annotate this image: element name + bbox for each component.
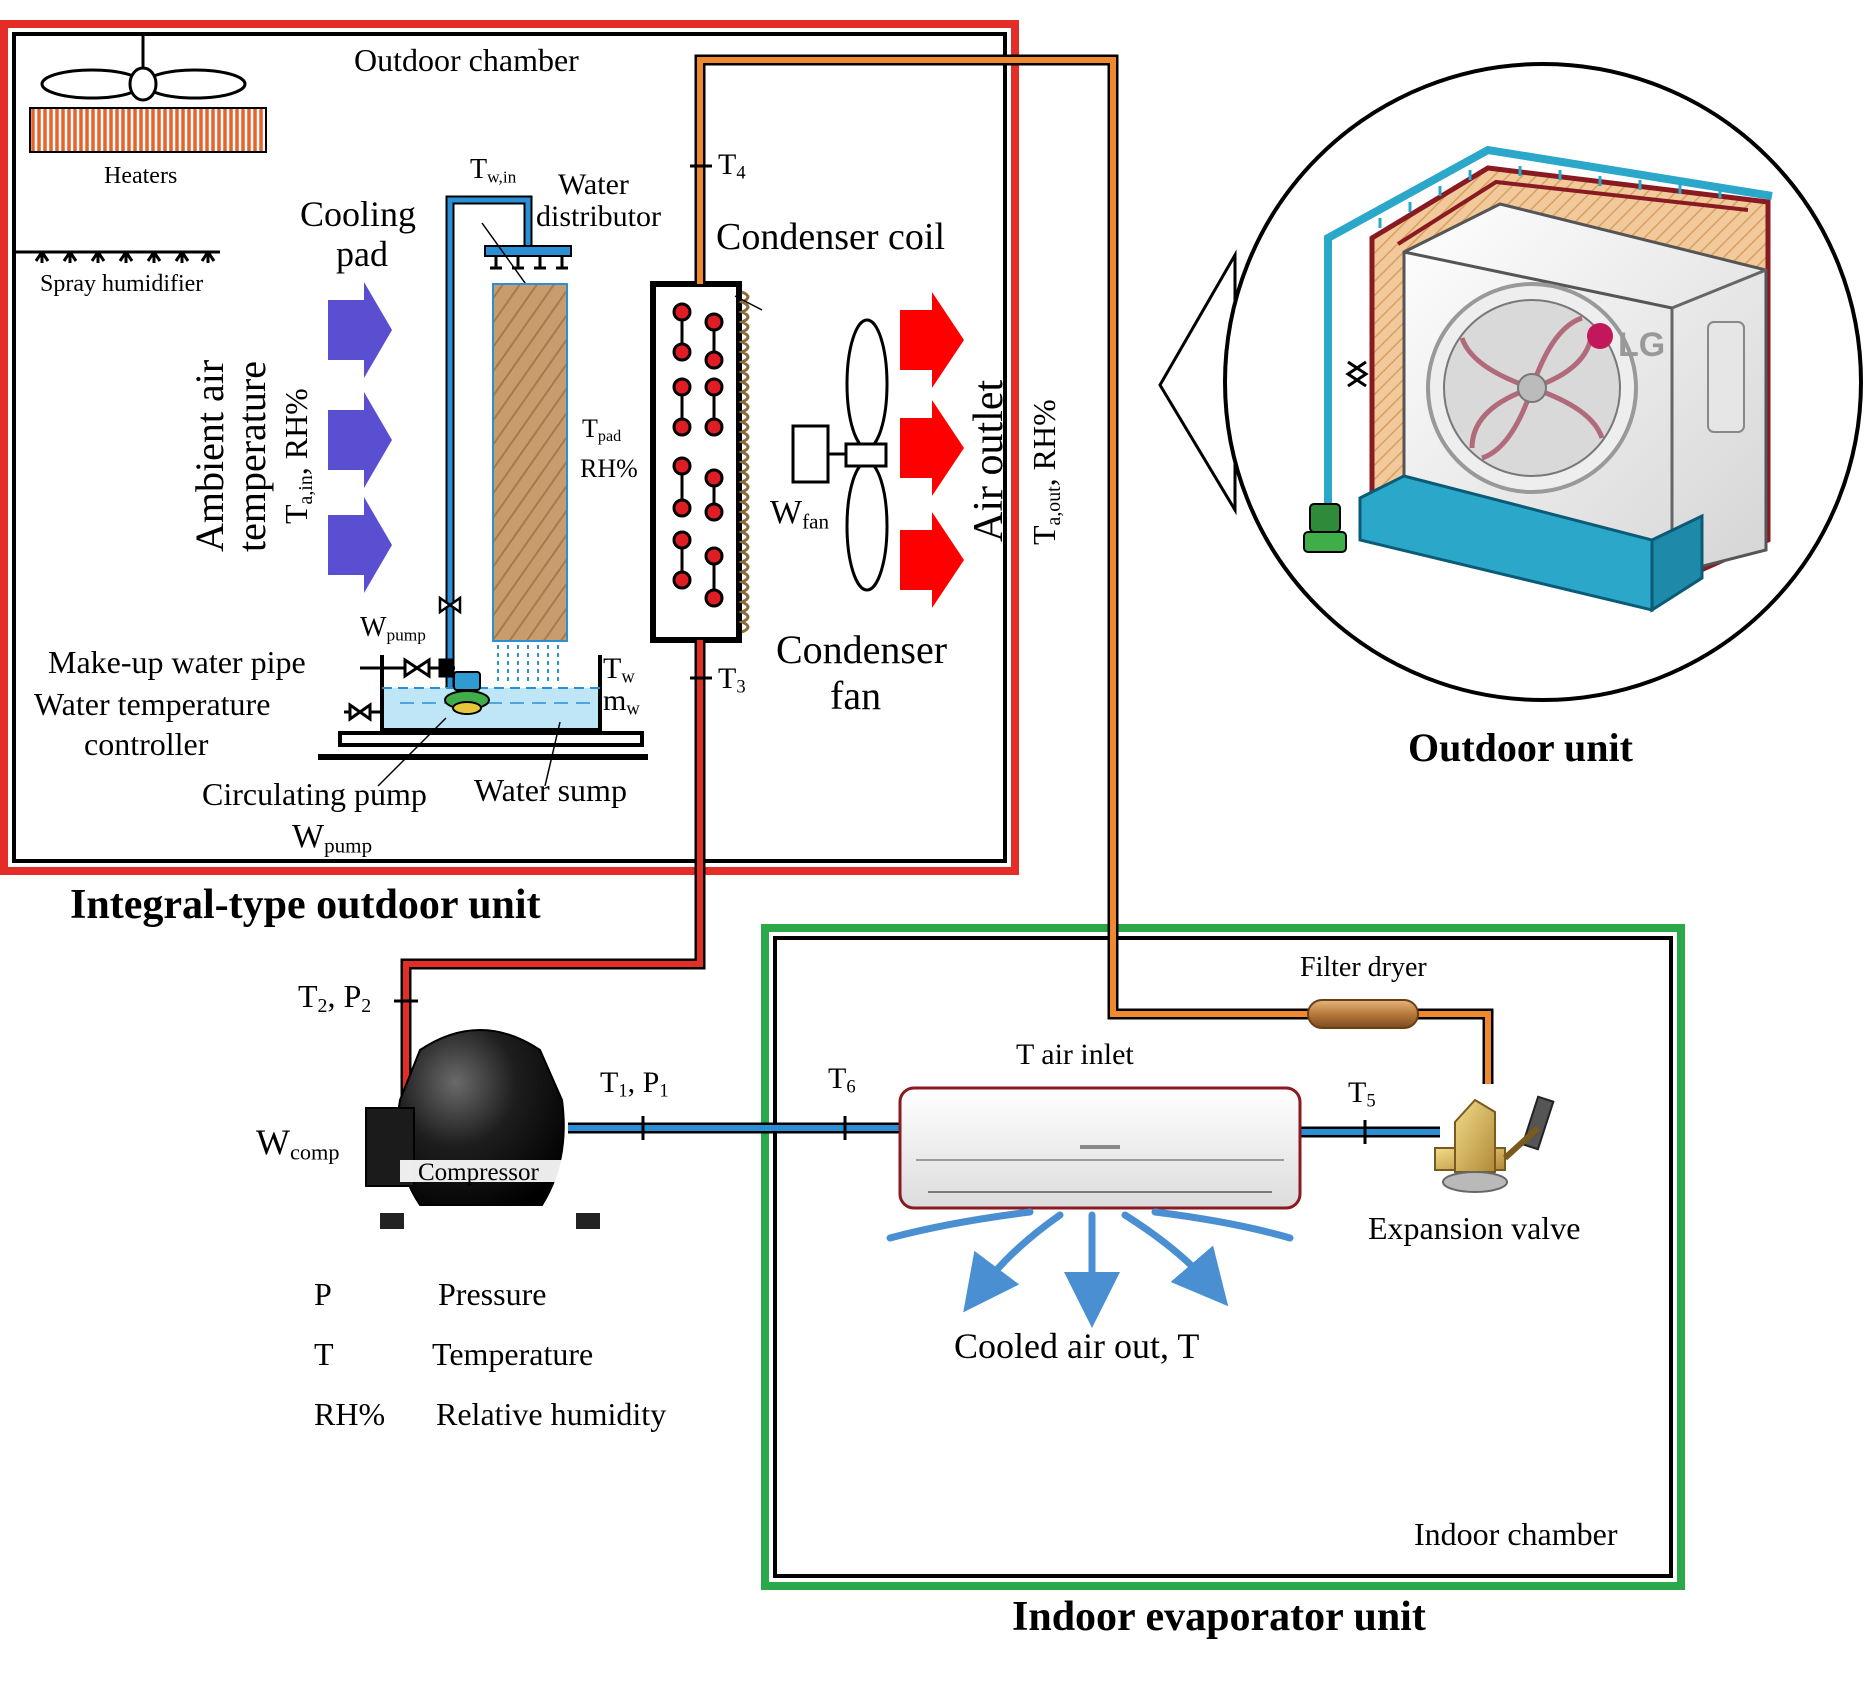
condenser-fan	[791, 318, 889, 592]
sump-walls	[380, 655, 602, 732]
makeup-water-valve	[360, 657, 455, 679]
condenser-fan-label-1: Condenser	[776, 627, 948, 672]
t4-label: T4	[718, 148, 746, 184]
legend-symbol-temperature: T	[314, 1336, 334, 1372]
cooled-air-arrows	[886, 1208, 1294, 1328]
condenser-fins	[738, 290, 750, 634]
w-pump-bottom-label: Wpump	[292, 818, 373, 858]
water-distributor-label-1: Water	[558, 168, 629, 201]
coil-tubes	[672, 302, 724, 608]
filter-dryer-label: Filter dryer	[1300, 952, 1427, 983]
water-distributor	[484, 245, 572, 257]
indoor-evaporator	[898, 1086, 1302, 1210]
integral-unit-title: Integral-type outdoor unit	[70, 882, 541, 928]
ambient-air-arrows	[328, 282, 392, 593]
t-air-inlet-label: T air inlet	[1016, 1038, 1134, 1071]
ambient-air-label-2: temperature	[229, 361, 274, 552]
expansion-valve-label: Expansion valve	[1368, 1210, 1581, 1246]
heaters-label: Heaters	[104, 163, 178, 189]
cooling-pad-label-1: Cooling	[300, 194, 417, 234]
water-temp-controller-label-2: controller	[84, 726, 209, 762]
cooling-pad	[492, 283, 568, 642]
outdoor-chamber-inner-frame	[12, 32, 1007, 863]
ambient-air-label-1: Ambient air	[187, 359, 232, 552]
legend-symbol-rh: RH%	[314, 1396, 386, 1432]
water-sump	[382, 688, 600, 730]
t1-p1-label: T1, P1	[600, 1066, 669, 1102]
t-a-in-label: Ta,in, RH%	[278, 388, 317, 524]
legend-meaning-temperature: Temperature	[432, 1336, 594, 1372]
temperature-controller-valve	[344, 702, 382, 722]
legend-symbol-pressure: P	[314, 1276, 332, 1312]
water-sump-label: Water sump	[474, 772, 627, 808]
outdoor-chamber-frame	[0, 20, 1019, 875]
spray-humidifier-label: Spray humidifier	[40, 271, 204, 297]
distributor-nozzles	[490, 256, 568, 270]
t-w-in-label: Tw,in	[470, 154, 517, 187]
t5-label: T5	[1348, 1076, 1376, 1112]
outdoor-chamber-label: Outdoor chamber	[354, 42, 579, 78]
m-w-label: mw	[603, 684, 640, 720]
water-drops	[497, 645, 559, 685]
sensor-ticks	[394, 164, 1367, 1144]
t-a-out-label: Ta,out, RH%	[1026, 399, 1065, 545]
spray-humidifier	[14, 250, 220, 263]
cooling-pad-label-2: pad	[336, 234, 388, 274]
w-pump-top-label: Wpump	[360, 612, 426, 645]
indoor-chamber-frame	[761, 924, 1685, 1590]
t2-p2-label: T2, P2	[298, 978, 372, 1017]
t-w-label: Tw	[603, 652, 635, 688]
condenser-fan-label-2: fan	[830, 673, 882, 718]
legend-meaning-rh: Relative humidity	[436, 1396, 667, 1432]
circulating-pump	[444, 671, 490, 715]
expansion-valve	[1434, 1095, 1555, 1193]
w-comp-label: Wcomp	[256, 1122, 340, 1165]
heaters-element	[29, 107, 267, 153]
t3-label: T3	[718, 662, 746, 698]
compressor-unit	[365, 1029, 600, 1229]
air-outlet-arrows	[900, 292, 964, 608]
air-outlet-label: Air outlet	[966, 379, 1012, 542]
water-distributor-label-2: distributor	[536, 200, 661, 233]
indoor-chamber-label: Indoor chamber	[1414, 1516, 1618, 1552]
circulating-pump-label: Circulating pump	[202, 776, 427, 812]
water-temp-controller-label-1: Water temperature	[34, 686, 271, 722]
outdoor-unit-title: Outdoor unit	[1408, 725, 1633, 770]
indoor-chamber-inner-frame	[773, 936, 1673, 1578]
sump-base	[338, 731, 644, 747]
t6-label: T6	[828, 1062, 856, 1098]
condenser-coil-label: Condenser coil	[716, 216, 946, 258]
legend-meaning-pressure: Pressure	[438, 1276, 547, 1312]
makeup-pipe-label: Make-up water pipe	[48, 644, 306, 680]
heater-fan	[40, 36, 247, 102]
pump-valve	[438, 595, 462, 615]
condenser-coil	[650, 281, 742, 643]
w-fan-label: Wfan	[770, 494, 830, 534]
t-pad-label: Tpad	[582, 414, 622, 446]
cooled-air-label: Cooled air out, T	[954, 1326, 1200, 1366]
pad-rh-label: RH%	[580, 454, 638, 483]
lg-brand-label: LG	[1618, 326, 1666, 364]
filter-dryer	[1307, 999, 1419, 1029]
compressor-label: Compressor	[418, 1159, 539, 1186]
outdoor-unit-illustration	[1303, 145, 1773, 613]
indoor-unit-title: Indoor evaporator unit	[1012, 1594, 1426, 1640]
